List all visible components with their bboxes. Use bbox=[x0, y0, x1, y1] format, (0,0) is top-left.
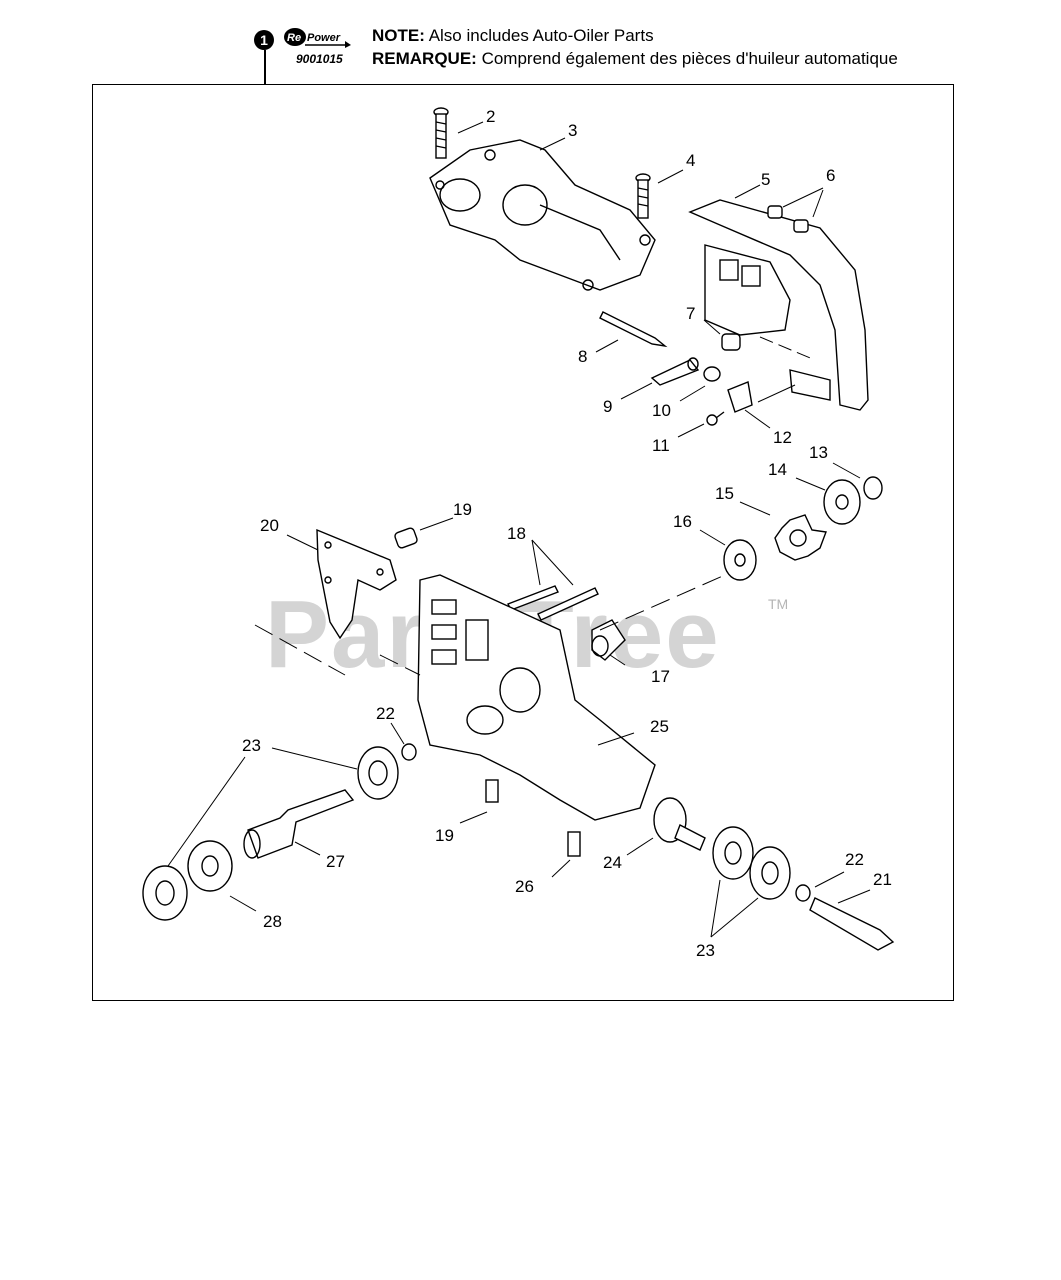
callout-number: 1 bbox=[254, 30, 274, 50]
part-23-bearing-lower-right-b bbox=[749, 846, 791, 900]
part-label: 17 bbox=[651, 667, 670, 686]
part-label: 20 bbox=[260, 516, 279, 535]
part-label: 10 bbox=[652, 401, 671, 420]
part-label: 25 bbox=[650, 717, 669, 736]
part-label: 22 bbox=[845, 850, 864, 869]
remarque-line: REMARQUE: Comprend également des pièces … bbox=[372, 49, 898, 69]
part-8-adjusting-pin bbox=[599, 311, 668, 348]
part-23-bearing-lower-right-a bbox=[712, 826, 754, 880]
part-label: 18 bbox=[507, 524, 526, 543]
part-label: 8 bbox=[578, 347, 587, 366]
part-12-clip bbox=[727, 381, 753, 413]
svg-text:Power: Power bbox=[307, 32, 341, 44]
part-15-sprocket bbox=[774, 514, 827, 561]
part-13-ring bbox=[863, 476, 883, 500]
part-label: 27 bbox=[326, 852, 345, 871]
part-label: 3 bbox=[568, 121, 577, 140]
part-label: 15 bbox=[715, 484, 734, 503]
part-21-shaft bbox=[809, 897, 895, 951]
part-label: 22 bbox=[376, 704, 395, 723]
part-label: 11 bbox=[652, 436, 670, 455]
part-28-gear bbox=[187, 840, 233, 892]
part-label: 21 bbox=[873, 870, 892, 889]
part-20-plate bbox=[316, 528, 397, 640]
part-5-guard bbox=[688, 199, 869, 411]
svg-text:Re: Re bbox=[287, 32, 301, 44]
part-19-bolt-lower bbox=[485, 779, 499, 803]
part-10-washer bbox=[703, 366, 721, 382]
part-label: 5 bbox=[761, 170, 770, 189]
part-16-washer bbox=[723, 539, 757, 581]
part-19-bolt bbox=[394, 527, 418, 549]
part-14-washer bbox=[823, 479, 861, 525]
part-label: 14 bbox=[768, 460, 787, 479]
part-label: 12 bbox=[773, 428, 792, 447]
part-label: 4 bbox=[686, 151, 695, 170]
note-line: NOTE: Also includes Auto-Oiler Parts bbox=[372, 26, 654, 46]
part-11-screw bbox=[706, 411, 725, 426]
remarque-label: REMARQUE: bbox=[372, 49, 477, 68]
part-24-pinion bbox=[653, 797, 706, 851]
part-label: 16 bbox=[673, 512, 692, 531]
repower-logo: Re Power bbox=[284, 28, 351, 48]
part-number-labels: 2 3 4 5 6 7 8 9 10 11 12 13 14 15 16 17 … bbox=[242, 107, 892, 960]
part-7-nut bbox=[721, 333, 741, 351]
part-26-screw bbox=[567, 831, 581, 857]
part-3-upper-housing bbox=[429, 139, 656, 291]
part-22-ring-lower bbox=[795, 884, 811, 902]
part-label: 7 bbox=[686, 304, 695, 323]
part-6-nuts bbox=[767, 205, 809, 233]
part-2-screw bbox=[433, 107, 449, 159]
part-label: 19 bbox=[435, 826, 454, 845]
part-label: 2 bbox=[486, 107, 495, 126]
part-label: 23 bbox=[242, 736, 261, 755]
header: 1 Re Power 9001015 NOTE: Also includes A… bbox=[0, 0, 1061, 90]
part-22-ring bbox=[401, 743, 417, 761]
part-23-bearing bbox=[357, 746, 399, 800]
diagram-frame bbox=[92, 84, 954, 1001]
part-label: 23 bbox=[696, 941, 715, 960]
part-25-gear-case bbox=[417, 574, 656, 821]
watermark-tm: TM bbox=[768, 596, 789, 612]
kit-number: 9001015 bbox=[296, 52, 343, 66]
part-label: 6 bbox=[826, 166, 835, 185]
part-label: 19 bbox=[453, 500, 472, 519]
note-label: NOTE: bbox=[372, 26, 425, 45]
part-4-screw bbox=[635, 173, 651, 219]
part-label: 13 bbox=[809, 443, 828, 462]
part-label: 9 bbox=[603, 397, 612, 416]
remarque-text: Comprend également des pièces d'huileur … bbox=[481, 49, 898, 68]
part-23-bearing-lower-left bbox=[142, 865, 188, 921]
part-27-shaft bbox=[243, 789, 355, 859]
part-9-pin bbox=[650, 357, 700, 386]
part-label: 26 bbox=[515, 877, 534, 896]
part-label: 28 bbox=[263, 912, 282, 931]
leader-lines bbox=[167, 121, 871, 938]
callout-leader-line bbox=[264, 50, 266, 84]
part-label: 24 bbox=[603, 853, 622, 872]
note-text: Also includes Auto-Oiler Parts bbox=[428, 26, 654, 45]
